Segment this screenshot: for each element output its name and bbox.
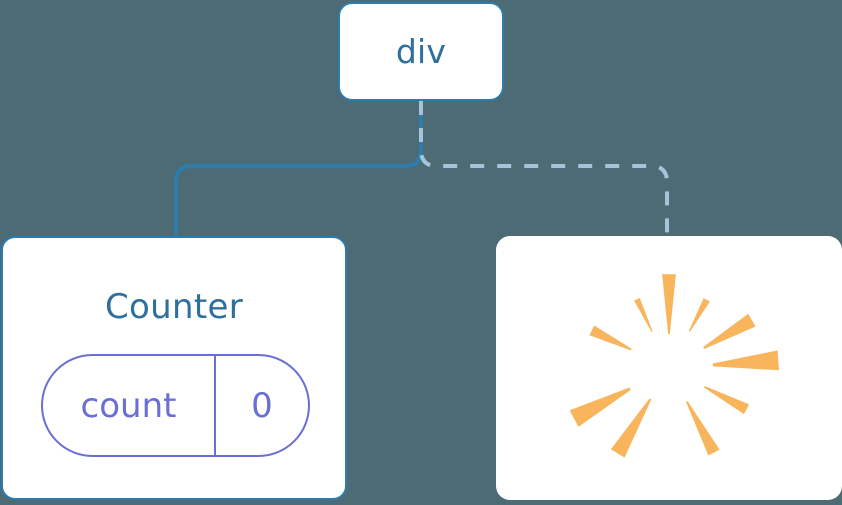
edge-div-to-counter — [174, 101, 423, 238]
edge-div-to-burst — [419, 101, 669, 238]
burst-ray-9 — [589, 325, 632, 351]
burst-ray-8 — [569, 387, 631, 427]
burst-ray-4 — [712, 350, 779, 371]
burst-ray-5 — [703, 386, 750, 415]
burst-ray-10 — [634, 297, 653, 332]
burst-ray-6 — [686, 401, 720, 456]
state-key-cell: count — [43, 356, 216, 455]
state-key-label: count — [80, 385, 177, 426]
burst-ray-1 — [662, 274, 676, 335]
burst-ray-3 — [703, 313, 756, 349]
state-value-cell[interactable]: 0 — [216, 356, 308, 455]
state-pill-count[interactable]: count 0 — [41, 354, 310, 457]
burst-ray-2 — [688, 298, 710, 332]
state-value-label: 0 — [251, 385, 273, 426]
node-div-label: div — [395, 32, 447, 71]
node-counter-label: Counter — [105, 287, 243, 327]
sparkle-burst-icon — [569, 274, 779, 458]
burst-ray-7 — [610, 398, 652, 458]
node-burst[interactable] — [496, 236, 842, 500]
node-div[interactable]: div — [338, 2, 504, 101]
